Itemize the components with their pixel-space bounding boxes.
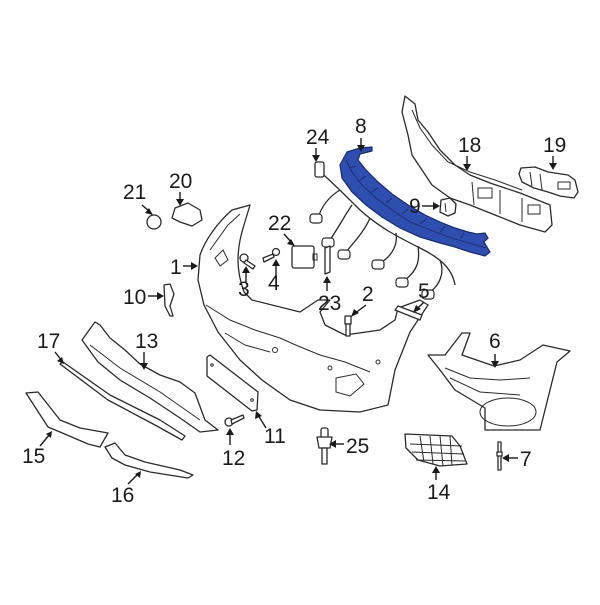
part-16-trim[interactable] xyxy=(104,442,194,479)
callout-7[interactable]: 7 xyxy=(520,448,532,471)
part-23-bracket[interactable] xyxy=(324,245,331,275)
part-1-bumper-cover[interactable] xyxy=(197,204,429,413)
callout-1[interactable]: 1 xyxy=(170,256,182,279)
callout-11[interactable]: 11 xyxy=(264,425,286,448)
part-11-license-bracket[interactable] xyxy=(206,354,259,412)
callout-24[interactable]: 24 xyxy=(306,126,330,149)
part-5-reflector-strip[interactable] xyxy=(394,305,423,321)
callout-19[interactable]: 19 xyxy=(543,134,567,157)
callout-23[interactable]: 23 xyxy=(318,292,342,315)
part-2-stud[interactable] xyxy=(344,315,352,337)
part-21-cap[interactable] xyxy=(146,214,162,230)
part-17-molding[interactable] xyxy=(59,361,186,441)
callout-15[interactable]: 15 xyxy=(22,445,46,468)
part-3-bolt[interactable] xyxy=(239,253,256,270)
part-9-bracket[interactable] xyxy=(439,197,457,217)
part-18-energy-absorber[interactable] xyxy=(401,95,553,233)
callout-2[interactable]: 2 xyxy=(362,283,374,306)
callout-16[interactable]: 16 xyxy=(111,484,135,507)
part-22-control-module[interactable] xyxy=(291,245,318,269)
leader-arrows xyxy=(39,138,557,485)
callout-22[interactable]: 22 xyxy=(268,212,292,235)
part-14-fog-grille[interactable] xyxy=(404,433,468,467)
callout-20[interactable]: 20 xyxy=(169,170,193,193)
callout-8[interactable]: 8 xyxy=(355,115,367,138)
part-20-parking-sensor[interactable] xyxy=(171,202,203,227)
callout-18[interactable]: 18 xyxy=(458,134,482,157)
part-25-clip[interactable] xyxy=(316,427,333,465)
callout-5[interactable]: 5 xyxy=(418,280,430,303)
callout-6[interactable]: 6 xyxy=(489,330,501,353)
part-13-grille[interactable] xyxy=(81,321,219,433)
callout-3[interactable]: 3 xyxy=(238,278,250,301)
part-8-impact-bar-highlighted[interactable] xyxy=(339,146,491,257)
callout-12[interactable]: 12 xyxy=(222,447,246,470)
part-7-pin[interactable] xyxy=(496,441,503,471)
part-12-screw[interactable] xyxy=(224,414,245,427)
part-6-side-bracket[interactable] xyxy=(427,332,571,431)
callout-13[interactable]: 13 xyxy=(135,330,159,353)
part-4-screw[interactable] xyxy=(262,247,281,263)
part-24-wiring-harness[interactable] xyxy=(309,161,456,300)
callout-14[interactable]: 14 xyxy=(427,481,451,504)
callout-17[interactable]: 17 xyxy=(37,330,61,353)
callout-4[interactable]: 4 xyxy=(268,272,280,295)
part-19-bracket[interactable] xyxy=(518,166,579,199)
callout-25[interactable]: 25 xyxy=(346,435,370,458)
callout-10[interactable]: 10 xyxy=(123,286,147,309)
part-15-trim[interactable] xyxy=(25,391,109,448)
part-10-bracket[interactable] xyxy=(163,283,175,317)
callout-21[interactable]: 21 xyxy=(123,181,147,204)
callout-9[interactable]: 9 xyxy=(409,195,421,218)
